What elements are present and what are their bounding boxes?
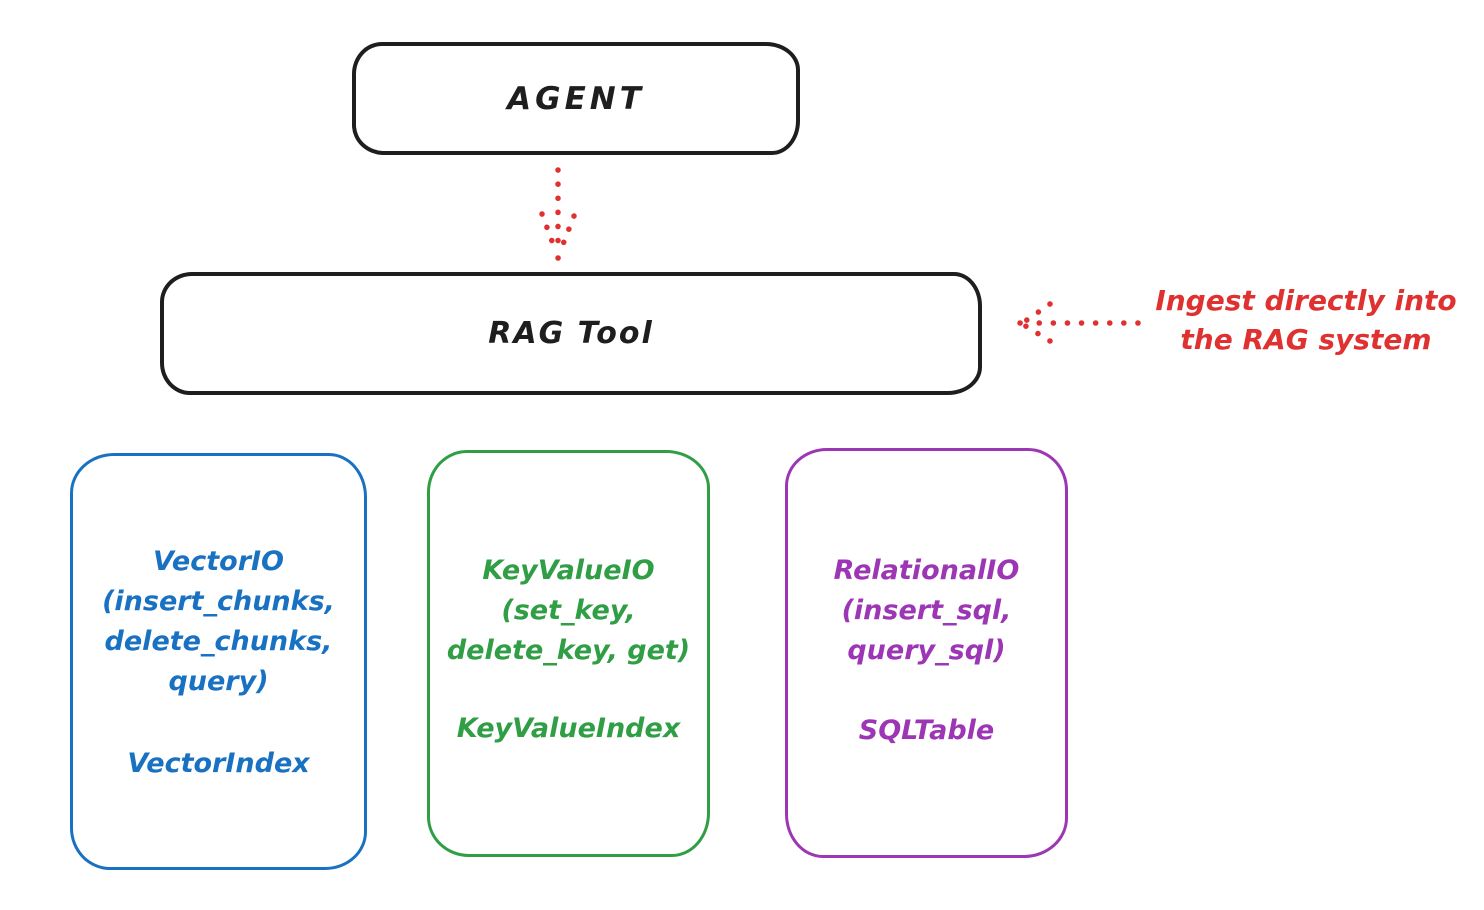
relational-io-node: RelationalIO (insert_sql, query_sql) SQL… [785,448,1068,858]
store-line: (insert_sql, [841,595,1012,626]
store-line: VectorIO [152,546,285,577]
relational-io-body: RelationalIO (insert_sql, query_sql) [788,551,1065,671]
store-line: RelationalIO [833,555,1020,586]
ingest-annotation-line1: Ingest directly into [1155,284,1457,317]
agent-node: AGENT [352,42,800,155]
store-line: query) [168,666,269,697]
sql-table-label: SQLTable [858,715,995,746]
agent-to-ragtool-arrow [539,167,577,261]
agent-node-label: AGENT [507,80,645,117]
vector-io-node: VectorIO (insert_chunks, delete_chunks, … [70,453,367,870]
ingest-arrow [1017,301,1141,344]
keyvalue-io-node: KeyValueIO (set_key, delete_key, get) Ke… [427,450,710,857]
store-line: (set_key, [501,595,636,626]
store-line: (insert_chunks, [102,586,335,617]
store-line: delete_chunks, [104,626,333,657]
vector-io-body: VectorIO (insert_chunks, delete_chunks, … [73,542,364,702]
rag-tool-node: RAG Tool [160,272,982,395]
keyvalue-index-label: KeyValueIndex [456,713,681,744]
store-line: delete_key, get) [446,635,691,666]
ingest-annotation-line2: the RAG system [1180,323,1432,356]
store-line: query_sql) [847,635,1006,666]
store-line: KeyValueIO [482,555,655,586]
rag-tool-node-label: RAG Tool [488,316,654,351]
vector-index-label: VectorIndex [127,748,310,779]
ingest-annotation: Ingest directly into the RAG system [1138,281,1474,359]
keyvalue-io-body: KeyValueIO (set_key, delete_key, get) [430,551,707,671]
